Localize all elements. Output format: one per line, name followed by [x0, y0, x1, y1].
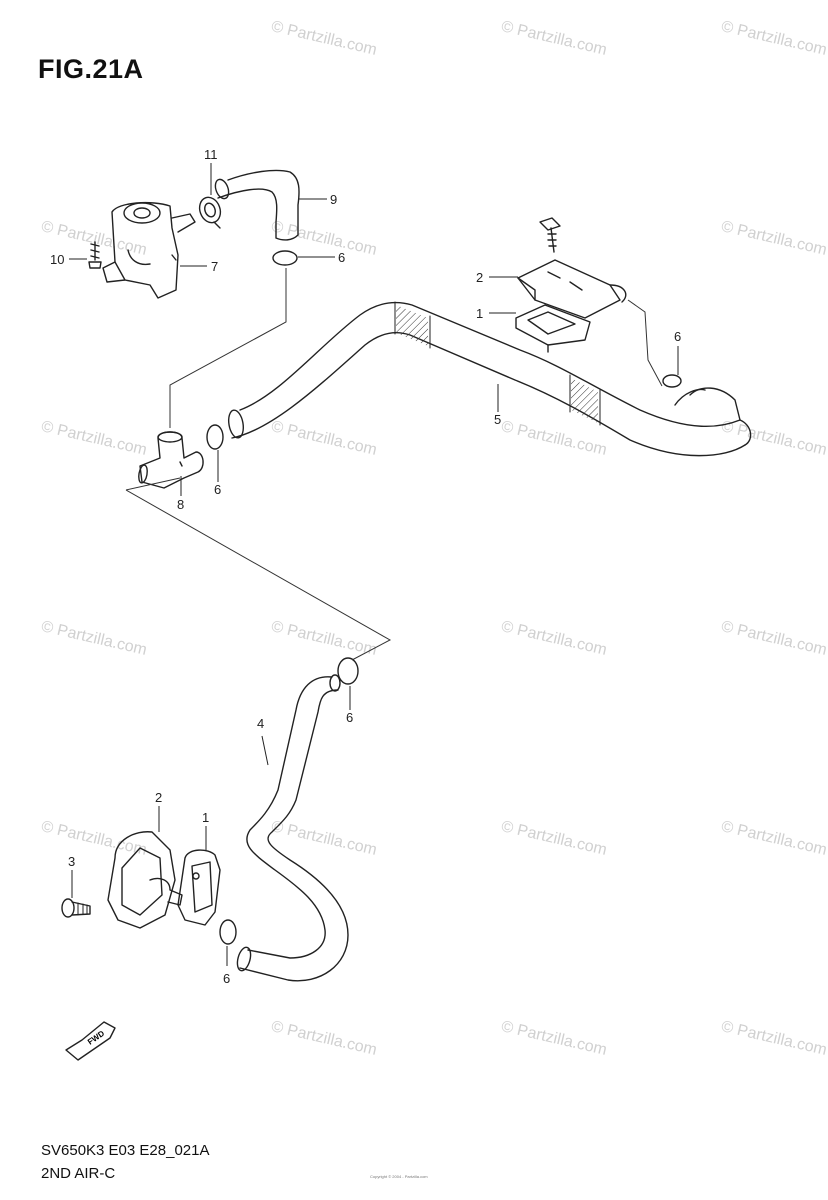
callout-9: 9 [330, 192, 337, 207]
callout-11: 11 [204, 147, 218, 162]
callout-leaders [69, 163, 679, 966]
hose-part-9 [214, 169, 300, 241]
clamp-part-6 [206, 424, 224, 450]
bolt-part-3 [539, 217, 561, 253]
callout-4: 4 [257, 716, 264, 731]
clamp-part-6 [272, 250, 298, 266]
callout-6: 6 [214, 482, 221, 497]
screw-part-10 [88, 241, 102, 269]
callout-3: 3 [68, 854, 75, 869]
t-joint-part-8 [138, 431, 204, 489]
bolt-part-3 [61, 898, 91, 918]
callout-6: 6 [338, 250, 345, 265]
callout-2: 2 [476, 270, 483, 285]
hose-part-4 [236, 674, 349, 982]
copyright-note: Copyright © 2004 - Partzilla.com [370, 1174, 428, 1179]
hose-part-5 [227, 301, 752, 457]
callout-6: 6 [223, 971, 230, 986]
reed-cover-part-2 [517, 259, 627, 319]
clamp-part-6 [219, 919, 237, 945]
clamp-part-11 [198, 196, 222, 229]
callout-5: 5 [494, 412, 501, 427]
clamp-part-6 [662, 374, 682, 388]
callout-6: 6 [674, 329, 681, 344]
fwd-arrow [65, 1021, 116, 1061]
reed-cover-part-2 [107, 831, 183, 929]
diagram-subtitle: 2ND AIR-C [41, 1165, 116, 1182]
reed-valve-part-1 [177, 849, 221, 926]
guide-lines [125, 268, 663, 661]
callout-7: 7 [211, 259, 218, 274]
figure-title: FIG.21A [38, 54, 144, 84]
diagram-code: SV650K3 E03 E28_021A [41, 1142, 210, 1159]
air-valve-part-7 [102, 201, 196, 299]
callout-8: 8 [177, 497, 184, 512]
callout-1: 1 [476, 306, 483, 321]
reed-valve-part-1 [515, 304, 591, 353]
callout-2: 2 [155, 790, 162, 805]
callout-6: 6 [346, 710, 353, 725]
callout-1: 1 [202, 810, 209, 825]
clamp-part-6 [337, 657, 359, 685]
callout-10: 10 [50, 252, 64, 267]
